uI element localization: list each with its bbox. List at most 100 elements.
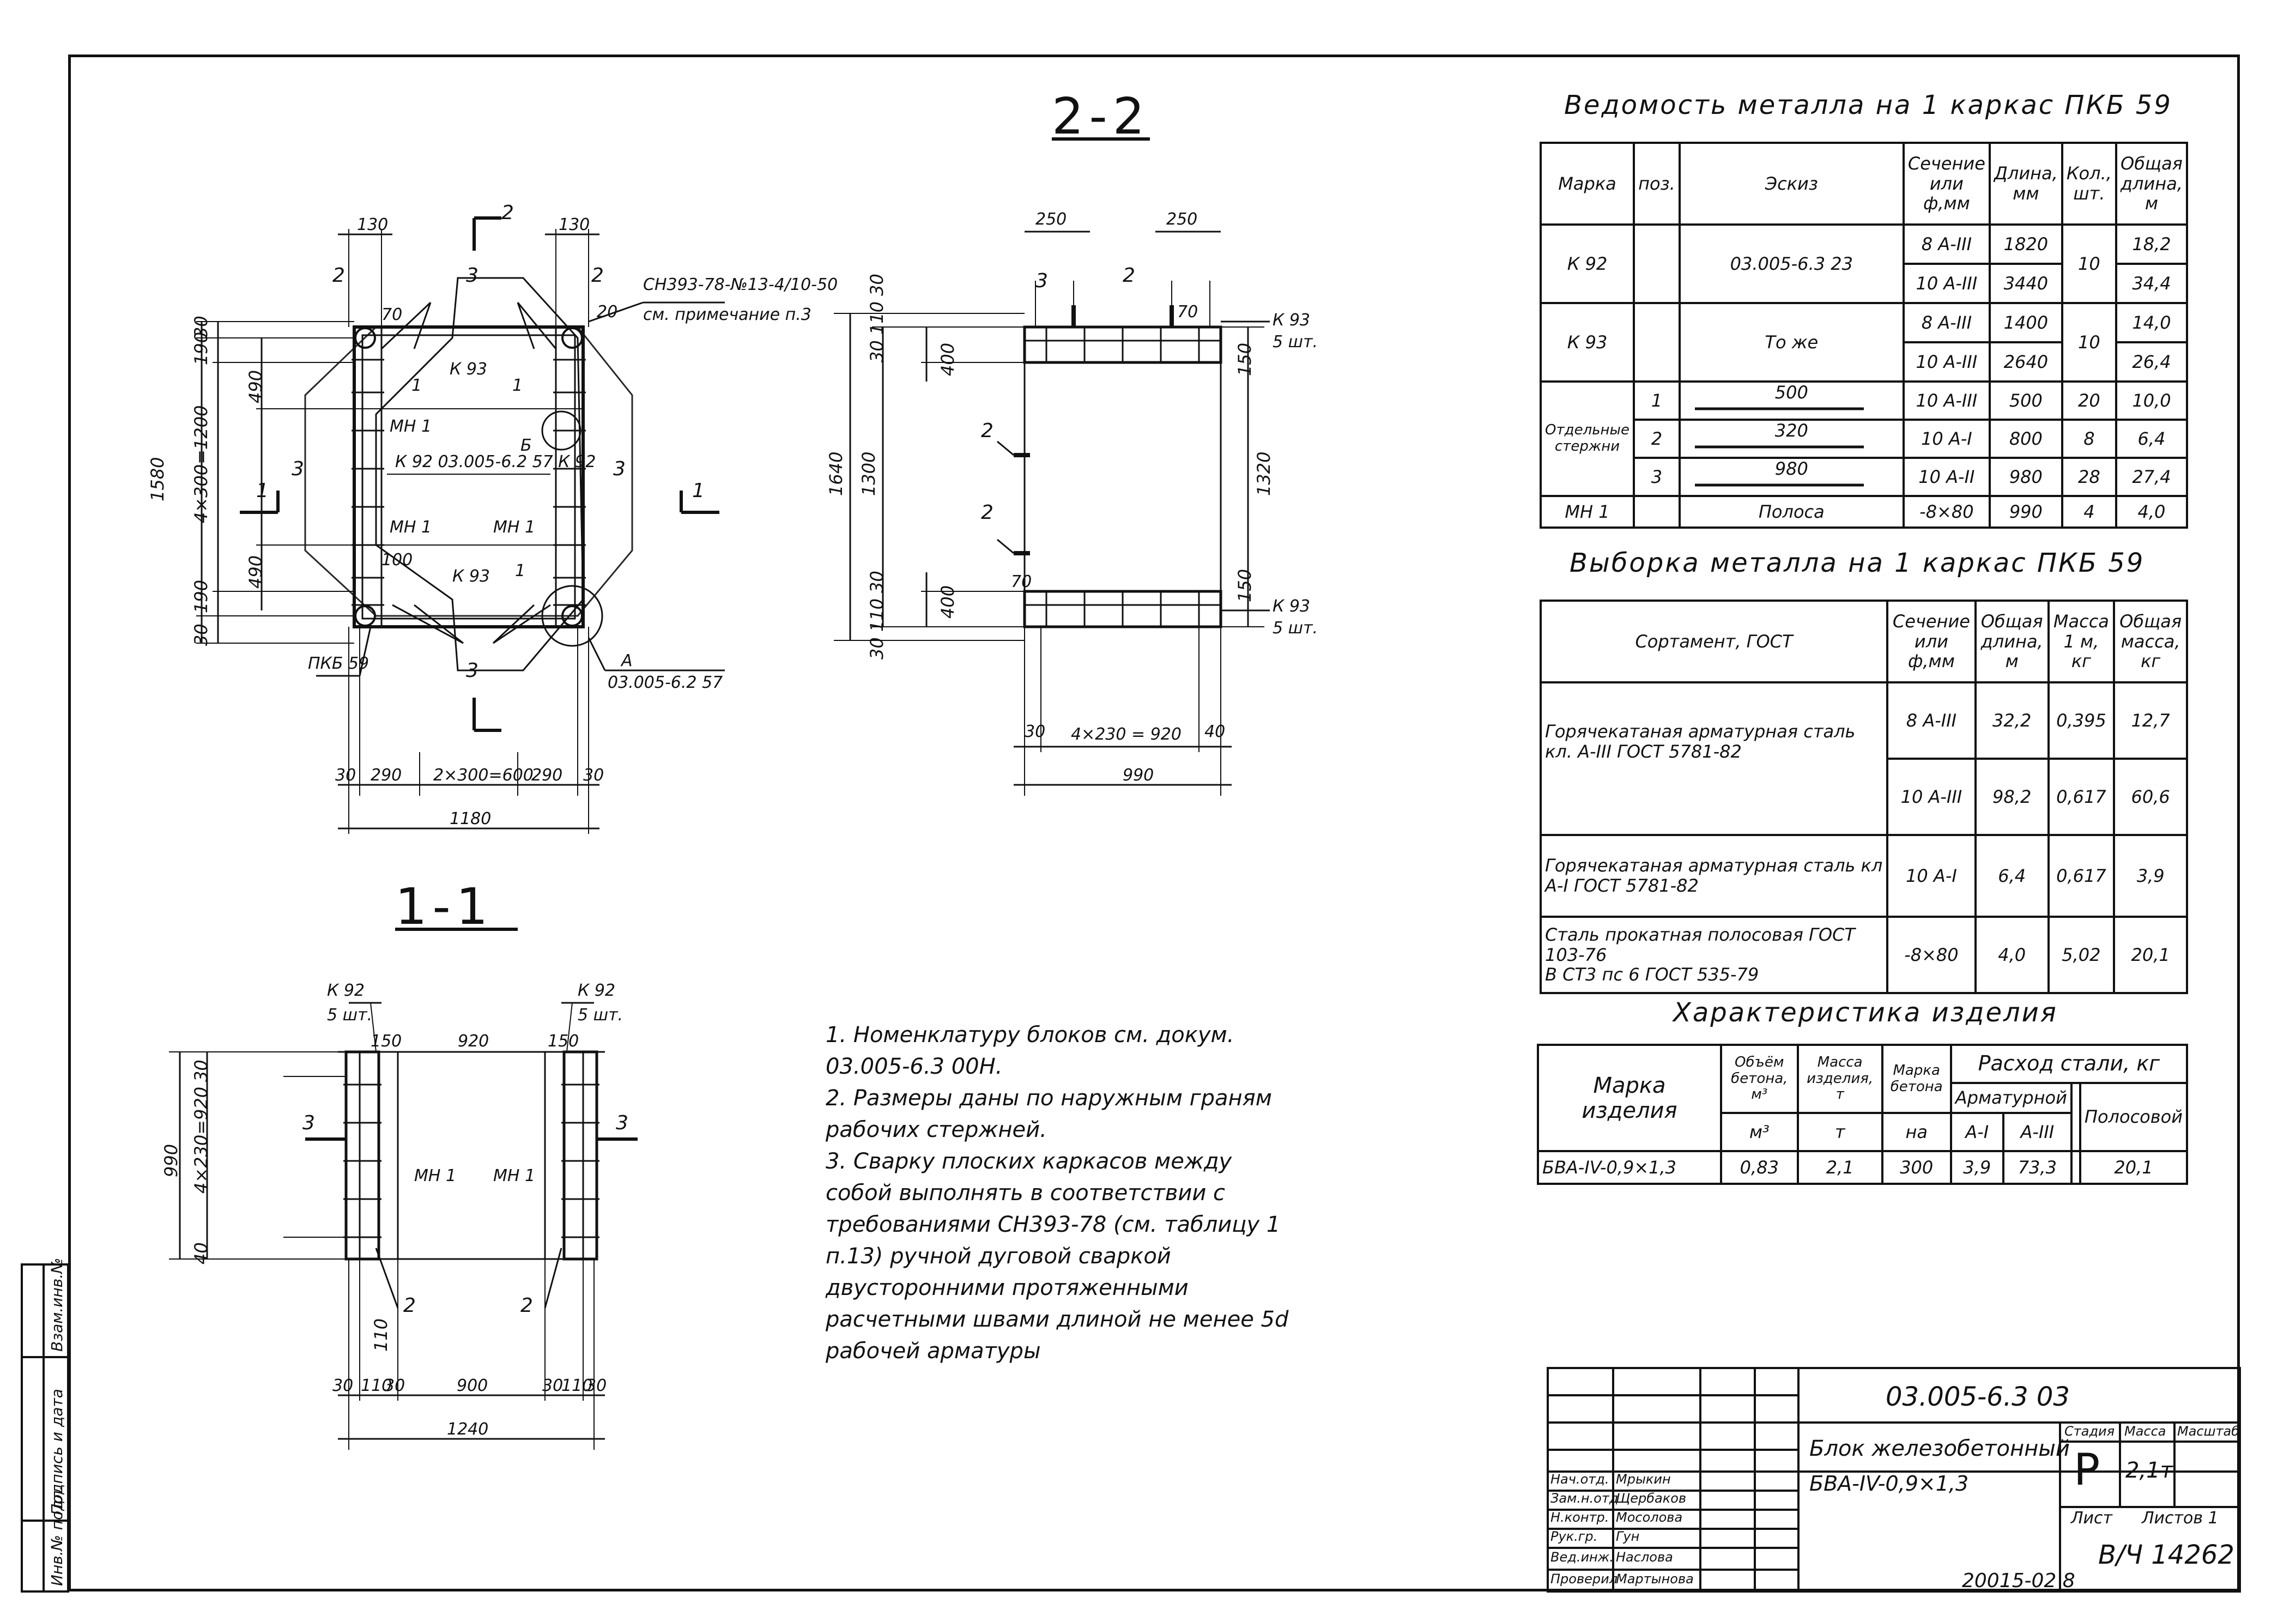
vyborka-title: Выборка металла на 1 каркас ПКБ 59: [1570, 548, 2145, 578]
table-cell: 10: [2061, 302, 2117, 383]
signer-role: Нач.отд.: [1550, 1472, 1609, 1487]
dim-label: 30 110 30: [867, 571, 887, 659]
table-cell: 3,9: [2113, 834, 2188, 918]
dim-label: 290: [531, 766, 563, 785]
harakteristika-table: Марка изделия Объём бетона, м³ Масса изд…: [1537, 1044, 2189, 1185]
note-item: 3. Сварку плоских каркасов между собой в…: [826, 1149, 1289, 1364]
frame-label-pkb: ПКБ 59: [308, 654, 369, 673]
table-cell: 10,0: [2115, 380, 2189, 421]
sheet-label: Лист: [2071, 1509, 2113, 1528]
table-cell: 32,2: [1974, 681, 2050, 760]
dim-label: 4×300=1200: [191, 405, 211, 524]
table-cell: БВА-IV-0,9×1,3: [1537, 1150, 1722, 1185]
sheet-frame: [68, 55, 2240, 1591]
table-cell: К 92: [1539, 223, 1635, 304]
table-cell: 4,0: [1974, 916, 2050, 994]
dim-label: 70: [381, 305, 403, 324]
dim-label: 490: [245, 370, 266, 403]
cage-label-k93: К 93: [450, 360, 488, 379]
dim-label: 20: [597, 302, 618, 322]
table-row: 2 320 10 А-I 800 8 6,4: [1541, 419, 2189, 459]
table-header: Общая масса, кг: [2113, 600, 2188, 683]
table-row: 10 А-III 2640 26,4: [1541, 341, 2189, 383]
callout-3: 3: [302, 1112, 315, 1134]
table-cell: 20,1: [2113, 916, 2188, 994]
table-row: 10 А-III 3440 34,4: [1541, 263, 2189, 304]
dim-label: 70: [1011, 572, 1032, 591]
table-row: Отдельные стержни 1 500 10 А-III 500 20 …: [1539, 380, 2189, 497]
table-cell: 1820: [1988, 223, 2063, 265]
table-cell: 4: [2061, 495, 2117, 529]
dim-label: 110: [371, 1318, 391, 1352]
dim-label: 920: [458, 1032, 489, 1051]
signer-role: Проверил: [1550, 1571, 1618, 1587]
table-cell: 8 А-III: [1902, 223, 1991, 265]
table-cell: 18,2: [2115, 223, 2189, 265]
table-cell: 27,4: [2115, 457, 2189, 497]
dim-label: 190: [191, 331, 211, 365]
cell-line: В СТ3 пс 6 ГОСТ 535-79: [1545, 964, 1759, 985]
callout-2: 2: [520, 1294, 533, 1317]
table-header: Сортамент, ГОСТ: [1540, 600, 1888, 683]
callout-3: 3: [1035, 270, 1048, 292]
table-cell: -8×80: [1902, 495, 1991, 529]
quantity-label: 5 шт.: [1273, 332, 1318, 352]
vyborka-table: Сортамент, ГОСТ Сечение или ф,мм Общая д…: [1540, 600, 2188, 994]
table-header: Масса изделия, т: [1796, 1044, 1883, 1114]
dim-label: 150: [1234, 342, 1255, 376]
table-cell: 500: [1988, 380, 2063, 421]
signer-role: Зам.н.отд: [1550, 1491, 1619, 1506]
note-item: 1. Номенклатуру блоков см. докум. 03.005…: [826, 1022, 1234, 1079]
table-header-row: Марка изделия Объём бетона, м³ Масса изд…: [1537, 1044, 2189, 1152]
dim-label-1240: 1240: [447, 1420, 489, 1439]
scale-label: Масштаб: [2177, 1424, 2240, 1439]
node-label-b: Б: [520, 436, 532, 455]
plate-label-mn1: МН 1: [493, 1166, 536, 1185]
table-cell: 1: [1633, 380, 1681, 421]
table-cell: 2,1: [1796, 1150, 1883, 1185]
table-cell: 2: [1633, 419, 1681, 459]
product-mark: БВА-IV-0,9×1,3: [1809, 1472, 1969, 1496]
table-cell: -8×80: [1886, 916, 1977, 994]
table-cell: 990: [1988, 495, 2063, 529]
table-header: Общая длина, м: [2115, 142, 2189, 226]
product-name: Блок железобетонный: [1809, 1436, 2070, 1461]
dim-label: 30: [384, 1376, 405, 1395]
signer-name: Мартынова: [1616, 1571, 1694, 1587]
table-header: т: [1796, 1112, 1883, 1152]
dim-label: 30: [332, 1376, 354, 1395]
table-row: БВА-IV-0,9×1,3 0,83 2,1 300 3,9 73,3 20,…: [1537, 1150, 2189, 1185]
dim-label: 30: [191, 1060, 211, 1082]
callout-3: 3: [466, 659, 478, 682]
signer-name: Мрыкин: [1616, 1472, 1671, 1487]
table-cell: 3440: [1988, 263, 2063, 304]
table-cell: 10 А-III: [1902, 263, 1991, 304]
table-cell: 73,3: [2002, 1150, 2073, 1185]
table-header-row: Марка поз. Эскиз Сечение или ф,мм Длина,…: [1539, 142, 2189, 226]
table-row: 3 980 10 А-II 980 28 27,4: [1541, 457, 2189, 497]
table-cell: 0,617: [2047, 834, 2116, 918]
callout-2: 2: [981, 501, 993, 524]
plate-label-mn1: МН 1: [390, 417, 432, 436]
table-header-row: Сортамент, ГОСТ Сечение или ф,мм Общая д…: [1540, 600, 2188, 683]
side-sign-label: Подпись и дата: [48, 1389, 66, 1515]
dim-label: 30: [586, 1376, 607, 1395]
dim-label: 4×230 = 920: [1071, 725, 1182, 744]
table-cell: 8 А-III: [1886, 681, 1977, 760]
callout-1: 1: [411, 376, 422, 395]
cage-label-k93: К 93: [1273, 311, 1311, 330]
table-header: Полосовой: [2079, 1082, 2189, 1152]
document-code: 03.005-6.3 03: [1886, 1382, 2070, 1412]
cage-label-k92: К 92 03.005-6.2 57 К 92: [395, 452, 596, 471]
signer-name: Щербаков: [1616, 1491, 1687, 1506]
signer-role: Рук.гр.: [1550, 1529, 1598, 1544]
section-mark-1: 1: [256, 480, 269, 502]
table-header: Объём бетона, м³: [1720, 1044, 1799, 1114]
table-header: Общая длина, м: [1974, 600, 2050, 683]
dim-label: 70: [1177, 302, 1198, 322]
section-title-1-1: 1-1: [395, 877, 494, 936]
quantity-label: 5 шт.: [578, 1006, 623, 1025]
dim-label: 400: [937, 342, 958, 376]
table-cell: 10 А-I: [1902, 419, 1991, 459]
signer-name: Мосолова: [1616, 1510, 1683, 1525]
